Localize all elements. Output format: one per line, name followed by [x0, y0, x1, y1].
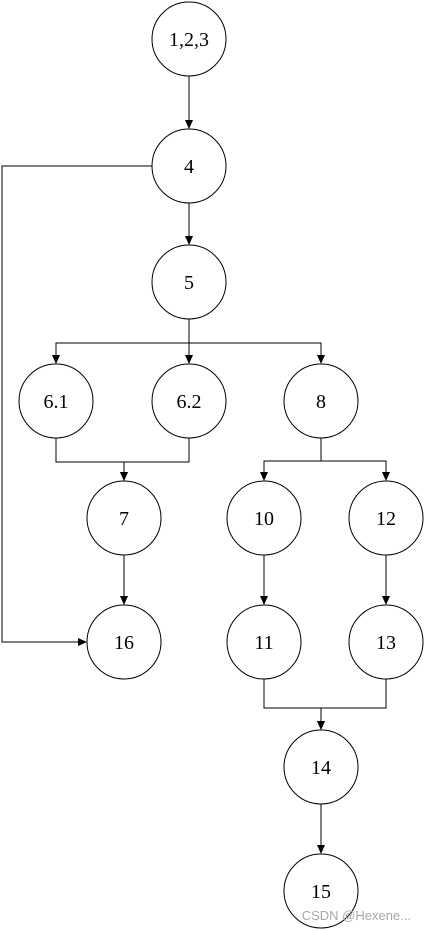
edge-line: [320, 438, 387, 473]
edge-line: [1, 165, 152, 643]
node-n16: 16: [86, 604, 162, 680]
edge-n11-to-n14: [263, 679, 325, 730]
node-circle: [151, 128, 227, 204]
nodes-layer: 1,2,3 4 5 6.1 6.2 8 7 10 12 16 11 13 14 15: [18, 1, 424, 929]
node-circle: [348, 604, 424, 680]
edge-n62-to-n7: [120, 438, 190, 481]
node-label: 14: [311, 757, 331, 779]
node-n5: 5: [151, 244, 227, 320]
node-circle: [151, 244, 227, 320]
arrowhead-icon: [120, 472, 128, 481]
node-n13: 13: [348, 604, 424, 680]
node-n8: 8: [283, 363, 359, 439]
arrowhead-icon: [260, 596, 268, 605]
node-label: 5: [184, 272, 194, 294]
arrowhead-icon: [317, 721, 325, 730]
node-n14: 14: [283, 729, 359, 805]
node-label: 12: [376, 508, 396, 530]
edge-line: [320, 679, 387, 722]
edge-n12-to-n13: [382, 555, 390, 605]
node-n10: 10: [226, 480, 302, 556]
edge-n10-to-n11: [260, 555, 268, 605]
edge-line: [55, 438, 125, 473]
node-label: 7: [119, 508, 129, 530]
node-label: 10: [254, 508, 274, 530]
node-circle: [18, 363, 94, 439]
arrowhead-icon: [382, 472, 390, 481]
node-n11: 11: [226, 604, 302, 680]
node-label: 6.1: [44, 391, 69, 413]
edge-n8-to-n10: [260, 438, 322, 481]
node-label: 15: [311, 881, 331, 903]
arrowhead-icon: [185, 355, 193, 364]
node-n61: 6.1: [18, 363, 94, 439]
node-label: 6.2: [177, 391, 202, 413]
arrowhead-icon: [317, 355, 325, 364]
edge-n123-to-n4: [185, 76, 193, 129]
arrowhead-icon: [317, 845, 325, 854]
edge-n4-to-n5: [185, 203, 193, 245]
arrowhead-icon: [78, 638, 87, 646]
node-label: 16: [114, 632, 134, 654]
node-circle: [151, 363, 227, 439]
edge-line: [263, 679, 322, 722]
node-n123: 1,2,3: [151, 1, 227, 77]
node-circle: [283, 853, 359, 929]
edge-line: [55, 319, 190, 356]
arrowhead-icon: [52, 355, 60, 364]
arrowhead-icon: [260, 472, 268, 481]
node-circle: [283, 363, 359, 439]
node-circle: [86, 480, 162, 556]
edges-layer: [1, 76, 390, 854]
node-n7: 7: [86, 480, 162, 556]
edge-n4-to-n16: [1, 165, 152, 646]
arrowhead-icon: [120, 596, 128, 605]
node-circle: [348, 480, 424, 556]
node-circle: [226, 604, 302, 680]
node-circle: [151, 1, 227, 77]
edge-line: [263, 438, 322, 473]
node-circle: [86, 604, 162, 680]
node-circle: [226, 480, 302, 556]
node-circle: [283, 729, 359, 805]
node-n15: 15: [283, 853, 359, 929]
edge-n14-to-n15: [317, 804, 325, 854]
arrowhead-icon: [185, 120, 193, 129]
node-label: 11: [254, 632, 273, 654]
node-n4: 4: [151, 128, 227, 204]
node-n12: 12: [348, 480, 424, 556]
edge-n7-to-n16: [120, 555, 128, 605]
node-label: 8: [316, 391, 326, 413]
edge-n5-to-n61: [52, 319, 190, 364]
watermark-text: CSDN @Hexene...: [301, 908, 411, 923]
arrowhead-icon: [382, 596, 390, 605]
node-label: 1,2,3: [169, 29, 209, 51]
edge-n61-to-n7: [55, 438, 128, 481]
node-label: 13: [376, 632, 396, 654]
node-label: 4: [184, 156, 194, 178]
edge-n8-to-n12: [320, 438, 390, 481]
edge-n13-to-n14: [317, 679, 387, 730]
edge-line: [188, 319, 322, 356]
arrowhead-icon: [185, 236, 193, 245]
node-n62: 6.2: [151, 363, 227, 439]
edge-n5-to-n8: [188, 319, 325, 364]
edge-line: [123, 438, 190, 473]
